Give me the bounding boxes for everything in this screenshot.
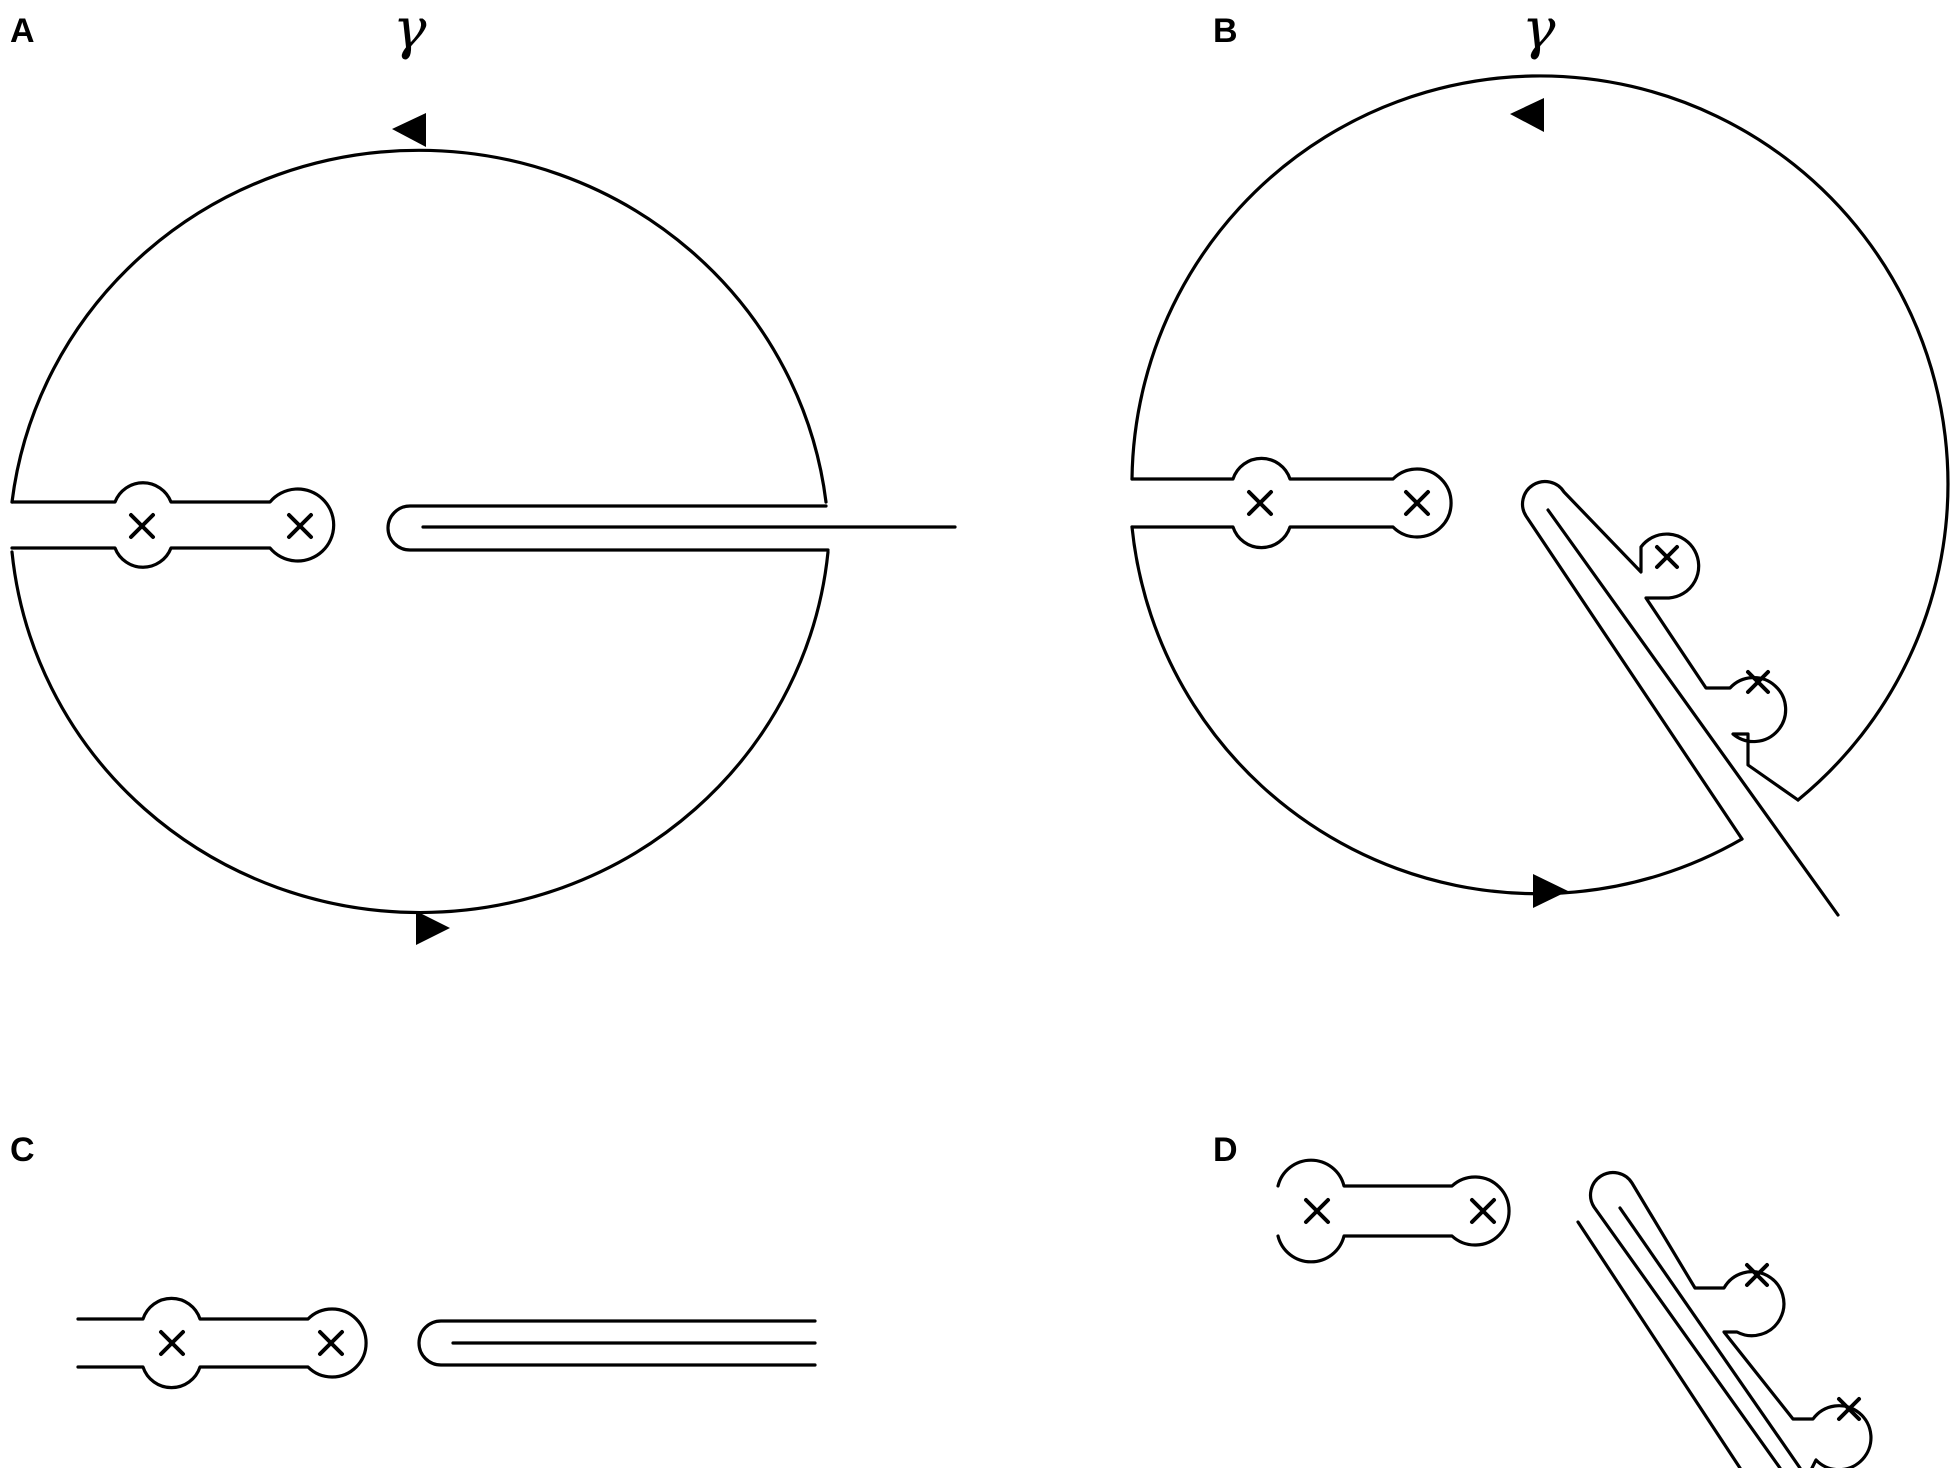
panel-a-bottom-arrow	[416, 911, 450, 945]
panel-a	[10, 113, 957, 945]
panel-b-diagonal-contour	[1520, 479, 1800, 841]
panel-d-label: D	[1213, 1131, 1238, 1169]
panel-c-pole-1	[159, 1330, 185, 1356]
panel-d-branch-cut-outer	[1618, 1206, 1802, 1468]
panel-a-gamma-label: γ	[393, 0, 427, 62]
panel-a-top-arrow	[392, 113, 426, 147]
panel-b-gamma-label: γ	[1522, 0, 1556, 62]
panel-b-pole-3	[1655, 545, 1679, 569]
panel-b-outer-arc	[1130, 74, 1950, 802]
panel-a-pole-1	[129, 513, 155, 539]
panel-d-branch-cut-inner	[1576, 1220, 1742, 1468]
panel-b-lower-arc	[1130, 525, 1744, 896]
panel-b-top-arrow	[1510, 98, 1544, 132]
panel-c-pole-2	[318, 1330, 344, 1356]
panel-c-label: C	[10, 1131, 35, 1169]
panel-a-lower-arc	[10, 550, 830, 915]
panel-d-left-keyhole	[1276, 1158, 1511, 1264]
panel-b-pole-4	[1746, 670, 1770, 694]
panel-a-upper-arc	[10, 148, 828, 504]
panel-a-branch-cut-contour	[386, 504, 830, 552]
panel-b-branch-cut-line	[1546, 508, 1840, 917]
panel-b-bottom-arrow	[1533, 874, 1568, 908]
panel-d-diagonal-contour	[1588, 1170, 1873, 1468]
panel-b-pole-1	[1247, 490, 1273, 516]
panel-a-pole-2	[287, 513, 313, 539]
panel-d-pole-3	[1745, 1263, 1769, 1287]
panel-b-left-keyhole	[1130, 456, 1453, 550]
panel-c-branch-cut-contour	[417, 1319, 817, 1367]
panel-c	[76, 1296, 817, 1390]
panel-b	[1130, 74, 1950, 917]
panel-b-pole-2	[1404, 490, 1430, 516]
panel-a-label: A	[10, 12, 35, 50]
panel-c-left-keyhole	[76, 1296, 368, 1390]
panel-d	[1276, 1158, 1873, 1468]
panel-d-pole-2	[1470, 1198, 1496, 1224]
panel-d-pole-1	[1304, 1198, 1330, 1224]
panel-a-left-keyhole	[10, 481, 336, 569]
panel-b-label: B	[1213, 12, 1238, 50]
panel-d-pole-4	[1837, 1397, 1861, 1421]
